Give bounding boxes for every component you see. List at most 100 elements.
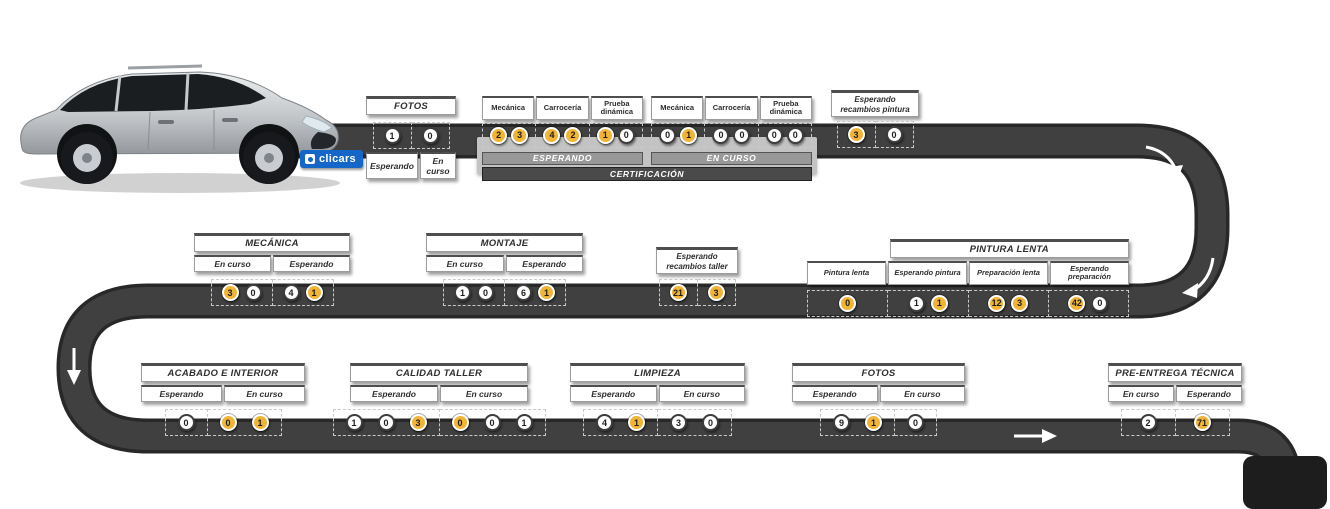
cert-group-encurso-headers: Mecánica Carrocería Prueba dinámica <box>651 96 812 120</box>
count-badge[interactable]: 1 <box>345 414 363 431</box>
count-badge[interactable]: 2 <box>564 126 582 144</box>
count-badge[interactable]: 9 <box>833 414 850 431</box>
count-badge[interactable]: 0 <box>377 414 395 431</box>
car-glass <box>60 74 266 112</box>
cert-headers: Mecánica Carrocería Prueba dinámica Mecá… <box>482 96 812 120</box>
count-badge[interactable]: 2 <box>1139 414 1157 431</box>
count-badge[interactable]: 42 <box>1068 294 1086 312</box>
state-label: Esperando <box>1176 385 1242 402</box>
station-fotos-top: FOTOS 1 0 Esperando En curso <box>366 96 456 179</box>
counts-row: 0 1 1 12 3 42 0 <box>807 289 1129 317</box>
col-header: Prueba dinámica <box>590 96 643 120</box>
count-badge[interactable]: 21 <box>669 284 687 302</box>
count-cell: 0 1 <box>651 122 706 148</box>
count-cell: 0 <box>875 121 914 149</box>
band-esperando: ESPERANDO <box>482 151 643 165</box>
station-title: CALIDAD TALLER <box>350 363 528 382</box>
count-cell: 71 <box>1175 409 1230 436</box>
counts-row: 9 1 0 <box>820 409 937 436</box>
count-badge[interactable]: 0 <box>477 284 494 301</box>
count-badge[interactable]: 1 <box>865 414 882 431</box>
count-badge[interactable]: 3 <box>409 414 427 431</box>
counts-row: 0 0 1 <box>164 409 282 436</box>
count-badge[interactable]: 2 <box>490 126 508 144</box>
count-badge[interactable]: 0 <box>421 127 439 144</box>
count-badge[interactable]: 3 <box>1011 294 1029 312</box>
count-badge[interactable]: 3 <box>221 284 239 301</box>
curve-down-arrow-top-right-icon <box>1145 145 1183 182</box>
count-badge[interactable]: 0 <box>839 294 857 312</box>
count-badge[interactable]: 1 <box>515 414 533 431</box>
count-badge[interactable]: 1 <box>454 284 471 301</box>
count-badge[interactable]: 3 <box>707 284 725 302</box>
state-labels: Esperando En curso <box>350 385 528 402</box>
count-badge[interactable]: 0 <box>177 414 195 431</box>
count-cell: 1 1 <box>888 289 969 317</box>
count-badge[interactable]: 4 <box>282 284 300 301</box>
count-badge[interactable]: 0 <box>765 126 783 144</box>
station-title: Esperando recambios taller <box>656 247 738 275</box>
count-badge[interactable]: 3 <box>670 414 687 431</box>
state-label: Esperando pintura <box>888 261 967 285</box>
count-badge[interactable]: 0 <box>786 126 804 144</box>
state-label: En curso <box>419 152 456 179</box>
count-badge[interactable]: 0 <box>1091 294 1109 312</box>
count-badge[interactable]: 0 <box>907 414 924 431</box>
state-label: Esperando <box>273 255 350 272</box>
count-cell: 4 2 <box>536 122 590 148</box>
count-badge[interactable]: 12 <box>988 294 1006 312</box>
count-badge[interactable]: 6 <box>515 284 532 301</box>
state-label: En curso <box>426 255 504 272</box>
state-label: Esperando <box>792 385 878 402</box>
count-badge[interactable]: 0 <box>702 414 719 431</box>
state-label: En curso <box>658 385 745 402</box>
count-badge[interactable]: 0 <box>244 284 262 301</box>
clicars-logo-icon <box>305 154 315 164</box>
count-badge[interactable]: 1 <box>538 284 555 301</box>
count-badge[interactable]: 1 <box>628 414 645 431</box>
count-badge[interactable]: 1 <box>596 126 614 144</box>
right-arrow-bottom-icon <box>1014 429 1057 443</box>
count-badge[interactable]: 1 <box>305 284 323 301</box>
count-badge[interactable]: 0 <box>617 126 635 144</box>
station-pintura-lenta: PINTURA LENTA Pintura lenta Esperando pi… <box>807 239 1129 317</box>
counts-row: 1 0 <box>372 122 450 149</box>
count-badge[interactable]: 0 <box>219 414 237 431</box>
car-rear-wheel <box>61 132 113 184</box>
count-badge[interactable]: 0 <box>885 126 903 144</box>
count-cell: 3 <box>836 121 876 149</box>
count-badge[interactable]: 4 <box>596 414 613 431</box>
count-cell: 0 0 <box>705 122 759 148</box>
count-badge[interactable]: 71 <box>1193 414 1211 431</box>
state-label: Esperando <box>350 385 438 402</box>
count-badge[interactable]: 0 <box>483 414 501 431</box>
count-badge[interactable]: 3 <box>847 126 865 144</box>
count-badge[interactable]: 3 <box>511 126 529 144</box>
count-badge[interactable]: 0 <box>451 414 469 431</box>
count-badge[interactable]: 4 <box>543 126 561 144</box>
count-cell: 4 1 <box>583 409 658 436</box>
count-badge[interactable]: 0 <box>733 126 751 144</box>
car-photo <box>2 28 352 196</box>
count-cell: 21 <box>658 279 698 307</box>
count-badge[interactable]: 1 <box>930 294 948 312</box>
state-labels: Esperando En curso <box>141 385 305 402</box>
station-title: ACABADO E INTERIOR <box>141 363 305 382</box>
count-badge[interactable]: 1 <box>383 127 401 144</box>
count-badge[interactable]: 0 <box>659 126 677 144</box>
counts-row: 2 71 <box>1120 409 1230 436</box>
down-left-arrow-right-side-icon <box>1182 257 1215 298</box>
count-badge[interactable]: 1 <box>907 294 925 312</box>
car-headlight <box>301 115 333 133</box>
count-badge[interactable]: 0 <box>712 126 730 144</box>
station-limpieza: LIMPIEZA Esperando En curso 4 1 3 0 <box>570 363 745 436</box>
counts-row: 3 0 4 1 <box>210 279 334 306</box>
counts-row: 1 0 3 0 0 1 <box>332 409 546 436</box>
band-en-curso: EN CURSO <box>651 151 812 165</box>
count-badge[interactable]: 1 <box>251 414 269 431</box>
count-badge[interactable]: 1 <box>680 126 698 144</box>
band-certificacion: CERTIFICACIÓN <box>482 166 812 181</box>
count-cell: 1 0 3 <box>332 409 440 436</box>
car-grille <box>310 132 336 149</box>
